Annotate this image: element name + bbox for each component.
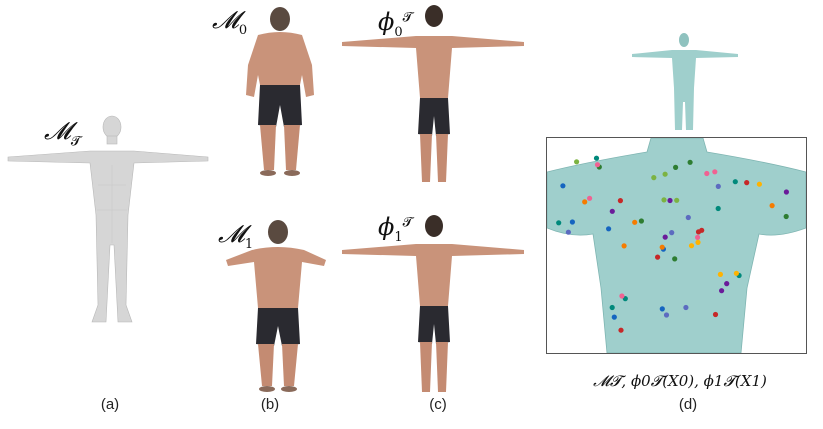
correspondence-marker: [699, 228, 704, 233]
correspondence-marker: [618, 198, 623, 203]
correspondence-marker: [622, 243, 627, 248]
correspondence-marker: [733, 179, 738, 184]
correspondence-marker: [560, 183, 565, 188]
correspondence-marker: [556, 220, 561, 225]
correspondence-marker: [655, 255, 660, 260]
correspondence-marker: [663, 172, 668, 177]
correspondence-marker: [582, 199, 587, 204]
caption-c: (c): [408, 396, 468, 413]
correspondence-marker: [661, 197, 666, 202]
correspondence-marker: [757, 182, 762, 187]
registration-0-figure: [338, 2, 528, 190]
correspondence-marker: [610, 209, 615, 214]
correspondence-marker: [695, 235, 700, 240]
scan-0-figure: [230, 5, 330, 180]
correspondence-marker: [695, 240, 700, 245]
caption-a: (a): [80, 396, 140, 413]
correspondence-marker: [704, 171, 709, 176]
correspondence-marker: [594, 156, 599, 161]
correspondence-marker: [734, 271, 739, 276]
correspondence-marker: [587, 196, 592, 201]
correspondence-marker: [718, 272, 723, 277]
correspondence-marker: [672, 256, 677, 261]
correspondence-marker: [664, 312, 669, 317]
registration-1-figure: [338, 210, 528, 400]
correspondence-marker: [619, 293, 624, 298]
correspondence-marker: [673, 165, 678, 170]
correspondence-marker: [719, 288, 724, 293]
correspondence-marker: [716, 206, 721, 211]
correspondence-marker: [618, 328, 623, 333]
correspondence-marker: [667, 198, 672, 203]
correspondence-marker: [570, 219, 575, 224]
correspondence-marker: [688, 160, 693, 165]
correspondence-marker: [610, 305, 615, 310]
correspondence-marker: [784, 214, 789, 219]
correspondence-marker: [674, 198, 679, 203]
template-label: 𝓜𝓣: [44, 117, 81, 149]
correspondence-marker: [683, 305, 688, 310]
correspondence-marker: [612, 315, 617, 320]
correspondence-marker: [606, 226, 611, 231]
correspondence-marker: [595, 162, 600, 167]
correspondence-marker: [660, 245, 665, 250]
caption-d: (d): [658, 396, 718, 413]
marker-closeup-frame: [546, 137, 807, 354]
correspondence-marker: [712, 169, 717, 174]
correspondence-marker: [639, 218, 644, 223]
correspondence-marker: [669, 230, 674, 235]
correspondence-marker: [686, 215, 691, 220]
correspondence-marker: [689, 243, 694, 248]
back-closeup: [547, 138, 806, 353]
correspondence-marker: [632, 220, 637, 225]
correspondence-marker: [770, 203, 775, 208]
panel-d-formula: 𝓜𝓣, ϕ0𝓣(X0), ϕ1𝓣(X1): [560, 372, 800, 390]
template-mesh-figure: [0, 105, 220, 335]
correspondence-marker: [724, 281, 729, 286]
teal-mesh-thumbnail: [630, 32, 740, 134]
correspondence-marker: [713, 312, 718, 317]
correspondence-marker: [566, 230, 571, 235]
correspondence-marker: [651, 175, 656, 180]
scan-1-figure: [222, 218, 332, 398]
caption-b: (b): [240, 396, 300, 413]
correspondence-marker: [716, 184, 721, 189]
correspondence-marker: [744, 180, 749, 185]
correspondence-marker: [784, 189, 789, 194]
correspondence-marker: [663, 235, 668, 240]
correspondence-marker: [660, 306, 665, 311]
correspondence-marker: [574, 159, 579, 164]
